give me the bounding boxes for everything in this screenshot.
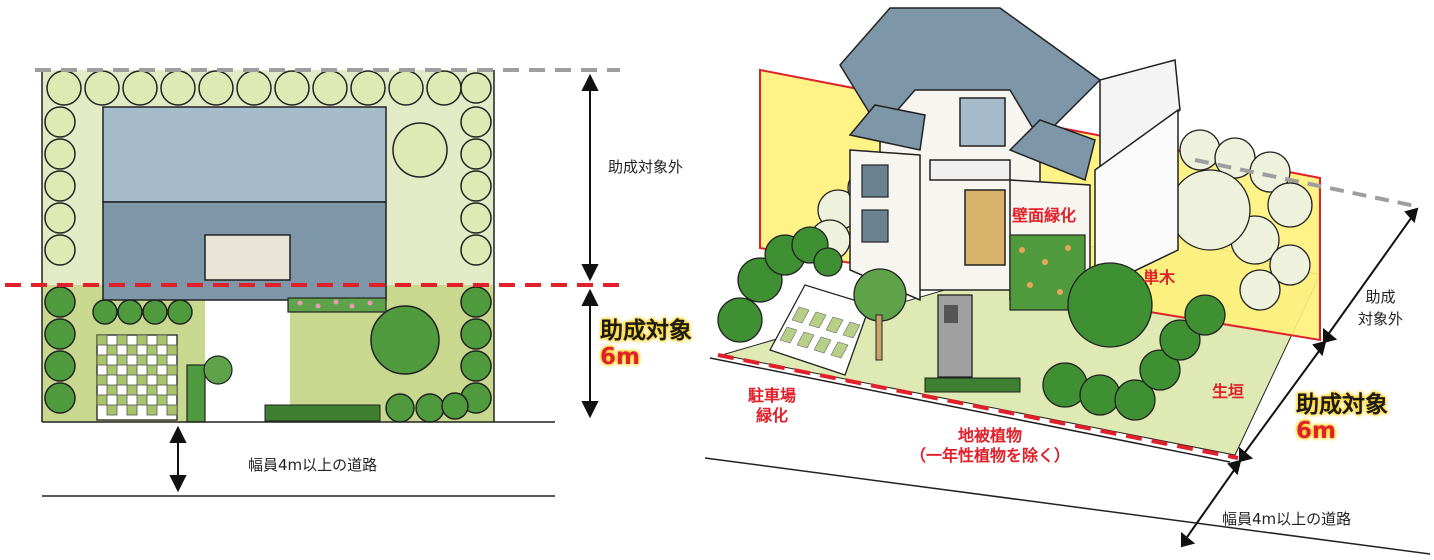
hedge-label: 生垣 <box>1212 382 1245 401</box>
ground-cover-label: 地被植物 （一年性植物を除く） <box>910 426 1071 465</box>
road-dimension-arrow <box>169 425 187 493</box>
road-edge-near-3d <box>709 357 1231 463</box>
right-target-depth: 6m <box>1296 418 1336 444</box>
ground-cover-3d <box>924 377 1021 393</box>
shrub <box>203 355 233 385</box>
left-outside-label: 助成対象外 <box>608 158 684 176</box>
entrance-canopy <box>204 234 291 281</box>
right-road-label: 幅員4m以上の道路 <box>1222 510 1352 528</box>
target-dimension-arrow-3d <box>1239 340 1327 463</box>
target-boundary-line-3d <box>717 353 1239 460</box>
house-upper-window <box>959 97 1006 147</box>
outside-boundary-line-3d <box>1194 158 1421 209</box>
right-outside-label: 助成 対象外 <box>1358 288 1404 328</box>
tower-left-roof <box>848 104 926 151</box>
house-balcony <box>929 159 1011 181</box>
outside-dimension-arrow <box>581 73 599 282</box>
right-target-text: 助成対象 <box>1296 392 1388 418</box>
hedge-target-zone <box>44 286 492 423</box>
tower-window-1 <box>861 164 889 198</box>
low-hedge-strip <box>186 364 206 423</box>
perspective-view <box>704 7 1431 555</box>
target-dimension-arrow <box>581 288 599 419</box>
wall-greening-label: 壁面緑化 <box>1012 206 1077 225</box>
tower-right-roof <box>1008 119 1096 182</box>
house-roof-upper <box>102 106 387 203</box>
hedges-3d <box>717 226 1226 421</box>
road-dimension-arrow-3d <box>1181 459 1242 548</box>
flower-strip <box>287 297 387 313</box>
house-roof-side <box>1099 59 1181 172</box>
left-target-label: 助成対象 6m <box>600 318 692 370</box>
right-target-label: 助成対象 6m <box>1296 392 1388 444</box>
ground-cover <box>264 404 381 422</box>
parking-grid <box>96 334 178 421</box>
hedge-left-upper <box>44 106 76 266</box>
outside-dimension-arrow-3d <box>1323 207 1419 344</box>
front-tree <box>853 268 907 322</box>
hedge-top-row <box>46 70 492 106</box>
house-door <box>964 189 1006 266</box>
hedge-right-upper <box>392 106 492 266</box>
tower-window-2 <box>861 209 889 243</box>
left-target-depth: 6m <box>600 344 640 370</box>
left-target-text: 助成対象 <box>600 318 692 344</box>
left-road-label: 幅員4m以上の道路 <box>248 456 378 474</box>
house-wall-right <box>1094 108 1179 292</box>
single-tree-label: 単木 <box>1143 268 1176 287</box>
plan-view <box>5 68 620 497</box>
road-edge-far-3d <box>704 457 1431 555</box>
parking-greening-label: 駐車場 緑化 <box>748 386 797 425</box>
